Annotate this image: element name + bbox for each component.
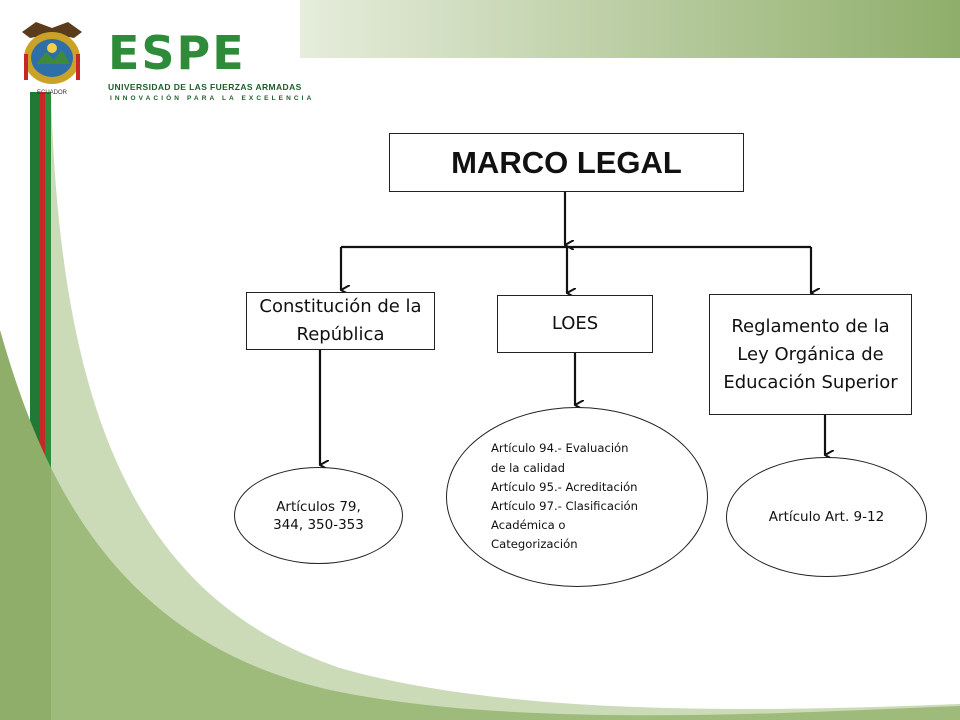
branch-label: Reglamento de la Ley Orgánica de Educaci… <box>723 315 898 393</box>
branch-label: LOES <box>551 313 599 334</box>
university-seal-icon: ECUADOR <box>22 22 82 96</box>
root-node-label: MARCO LEGAL <box>451 144 682 180</box>
root-node: MARCO LEGAL <box>389 133 744 192</box>
detail-node-loes: Artículo 94.- Evaluación de la calidad A… <box>446 407 708 587</box>
branch-node-loes: LOES <box>497 295 653 353</box>
detail-node-reglamento: Artículo Art. 9-12 <box>726 457 927 577</box>
branch-node-reglamento: Reglamento de la Ley Orgánica de Educaci… <box>709 294 912 415</box>
detail-label: Artículos 79, 344, 350-353 <box>273 498 364 533</box>
detail-node-constitucion: Artículos 79, 344, 350-353 <box>234 467 403 564</box>
seal-caption: ECUADOR <box>37 90 68 96</box>
espe-logo: ECUADOR ESPE UNIVERSIDAD DE LAS FUERZAS … <box>14 14 311 102</box>
detail-label: Artículo 94.- Evaluación de la calidad A… <box>491 441 638 552</box>
logo-wordmark: ESPE <box>108 26 246 80</box>
logo-tagline: INNOVACIÓN PARA LA EXCELENCIA <box>110 95 315 102</box>
branch-node-constitucion: Constitución de la República <box>246 292 435 350</box>
logo-subtitle: UNIVERSIDAD DE LAS FUERZAS ARMADAS <box>108 82 302 92</box>
detail-label: Artículo Art. 9-12 <box>768 509 885 525</box>
branch-label: Constitución de la República <box>259 296 422 345</box>
